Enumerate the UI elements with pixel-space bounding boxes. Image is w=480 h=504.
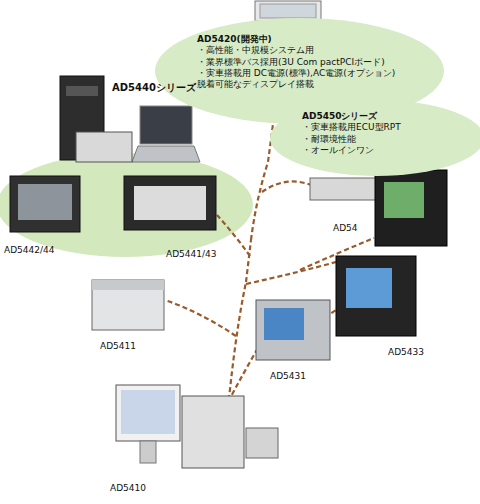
node-region: AD5440シリーズ AD5442/44 AD5441/43 bbox=[0, 72, 255, 262]
device-screen bbox=[346, 268, 392, 308]
model-name: AD5411 bbox=[100, 341, 136, 351]
ad5410-devices bbox=[116, 385, 278, 468]
text-column: AD5450シリーズ・実車搭載用ECU型RPT・耐環境性能・オールインワン bbox=[302, 111, 452, 156]
rack-panel bbox=[134, 186, 206, 220]
device-body bbox=[256, 300, 330, 360]
branch-line bbox=[251, 124, 273, 240]
device-body bbox=[310, 178, 376, 200]
device-slots bbox=[260, 4, 316, 18]
bubble-bullet: ・高性能・中規模システム用 bbox=[197, 45, 402, 56]
bubble-bullet: ・オールインワン bbox=[302, 145, 452, 156]
bubble-bullet: ・実車搭載用 DC電源(標準),AC電源(オプション) 脱着可能なディスプレイ搭… bbox=[197, 68, 402, 91]
laptop-screen bbox=[140, 106, 192, 144]
drive-bay bbox=[66, 86, 98, 96]
device-screen bbox=[384, 182, 424, 218]
text-slot: AD5441/43 bbox=[166, 242, 216, 261]
label-slot: AD5431 bbox=[270, 364, 306, 383]
branch-line bbox=[228, 348, 258, 402]
green-ground bbox=[0, 153, 253, 257]
label-slot: AD5433 bbox=[388, 340, 424, 359]
series-heading: AD5440シリーズ bbox=[112, 82, 196, 93]
ad5433-device bbox=[336, 256, 416, 336]
branch-line bbox=[217, 215, 250, 256]
branch-line bbox=[246, 240, 251, 282]
bubble-bullet: ・実車搭載用ECU型RPT bbox=[302, 122, 452, 133]
rack-panel bbox=[18, 184, 72, 220]
model-name: AD54 bbox=[333, 223, 358, 233]
rack-unit bbox=[182, 396, 244, 468]
device-top bbox=[92, 280, 164, 290]
bubble-heading: AD5420(開発中) bbox=[197, 34, 402, 45]
monitor bbox=[116, 385, 180, 441]
ad5431-device bbox=[256, 300, 330, 360]
bubble-heading: AD5450シリーズ bbox=[302, 111, 452, 122]
text-column: AD5420(開発中)・高性能・中規模システム用・業界標準バス採用(3U Com… bbox=[197, 34, 402, 90]
device-screen bbox=[264, 308, 304, 340]
device-body bbox=[375, 170, 447, 246]
node-region: AD5450シリーズ・実車搭載用ECU型RPT・耐環境性能・オールインワン bbox=[270, 100, 480, 176]
branch-line bbox=[246, 262, 336, 284]
model-name: AD5442/44 bbox=[4, 245, 54, 255]
bubble-fill bbox=[270, 100, 480, 176]
ad5450-device bbox=[310, 178, 376, 200]
branch-line bbox=[165, 300, 236, 336]
ad5420-device bbox=[255, 1, 321, 21]
model-name: AD5433 bbox=[388, 347, 424, 357]
model-name: AD5410 bbox=[110, 483, 146, 493]
ad5411-device bbox=[92, 280, 164, 330]
label-slot: AD5410 bbox=[110, 476, 146, 495]
laptop-base bbox=[132, 146, 200, 162]
monitor-stand bbox=[140, 441, 156, 463]
device-body bbox=[255, 1, 321, 21]
device-body bbox=[92, 280, 164, 330]
label-slot: AD54 bbox=[333, 216, 358, 235]
bubble-bullet: ・業界標準バス採用(3U Com pactPCIボード) bbox=[197, 57, 402, 68]
rack-unit bbox=[76, 132, 132, 162]
model-name: AD5441/43 bbox=[166, 249, 216, 259]
monitor-screen bbox=[121, 390, 175, 434]
device-body bbox=[336, 256, 416, 336]
rack-unit bbox=[10, 176, 80, 232]
text-slot: AD5442/44 bbox=[4, 238, 54, 257]
text-slot: AD5440シリーズ bbox=[112, 76, 196, 95]
rack-unit bbox=[124, 176, 216, 230]
label-slot: AD5411 bbox=[100, 334, 136, 353]
bubble-bullet: ・耐環境性能 bbox=[302, 134, 452, 145]
module-box bbox=[246, 428, 278, 458]
ad54xx-device bbox=[375, 170, 447, 246]
model-name: AD5431 bbox=[270, 371, 306, 381]
